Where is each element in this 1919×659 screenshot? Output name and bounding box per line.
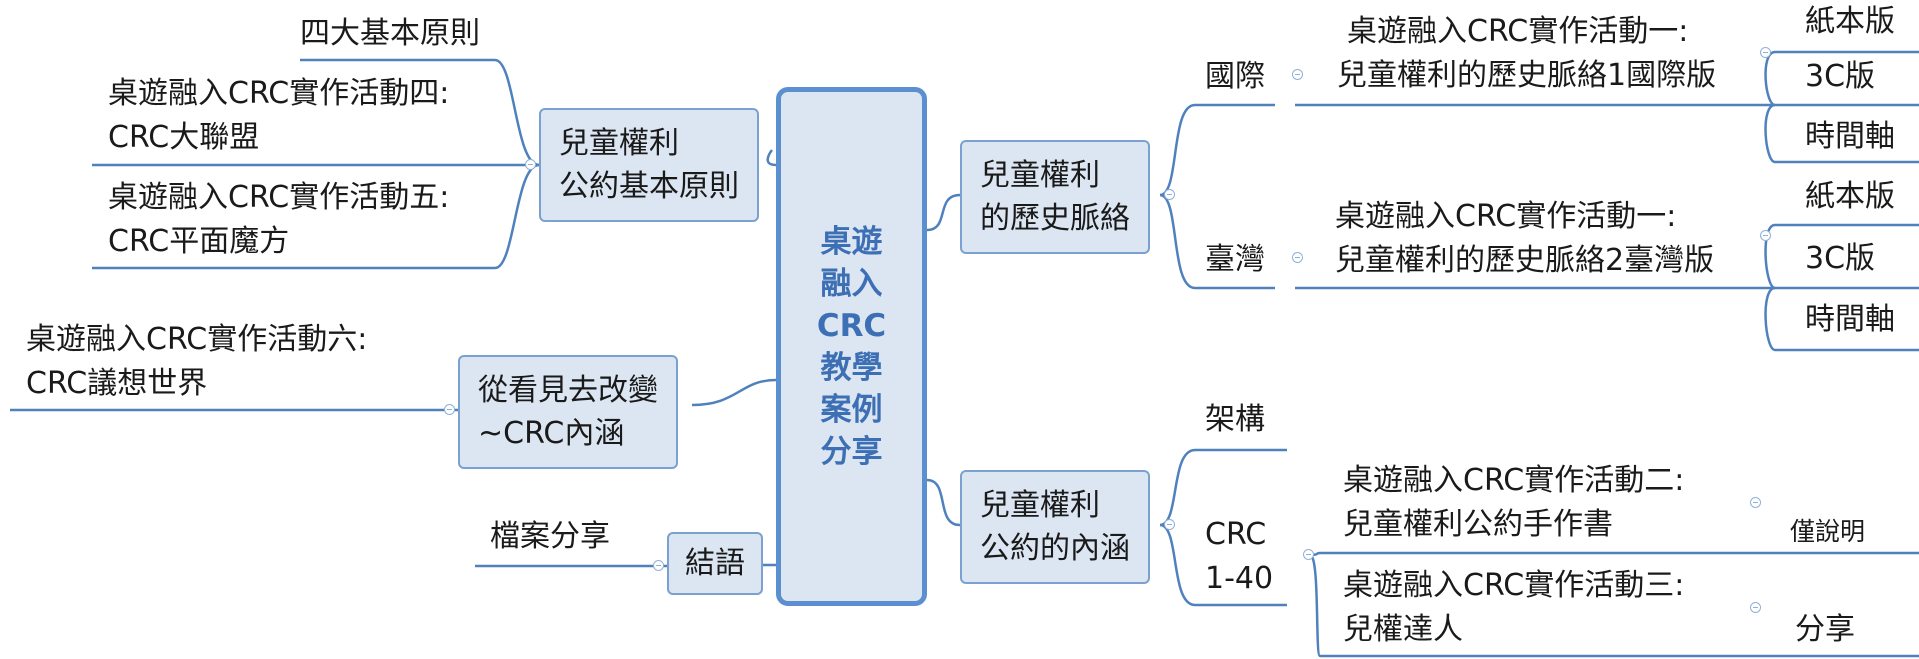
node-label: 的歷史脈絡 [980,201,1130,236]
version-3c[interactable]: 3C版 [1805,241,1876,276]
collapse-icon[interactable] [525,159,536,170]
history-international-activity[interactable]: 桌遊融入CRC實作活動一: 兒童權利的歷史脈絡1國際版 [1337,14,1717,93]
content-crc-range[interactable]: CRC 1-40 [1205,517,1274,596]
content-activity-two[interactable]: 桌遊融入CRC實作活動二: 兒童權利公約手作書 [1343,463,1685,542]
center-line: 教學 [820,349,883,386]
collapse-icon[interactable] [1292,69,1303,80]
content-activity-three-note[interactable]: 分享 [1795,612,1855,647]
node-label: 結語 [685,546,745,581]
node-label: 公約的內涵 [980,531,1130,566]
node-label: 從看見去改變 [478,373,658,408]
node-label: 兒童權利 [980,158,1100,193]
content-node[interactable]: 兒童權利 公約的內涵 [960,470,1150,584]
leaf-activity-four[interactable]: 桌遊融入CRC實作活動四: CRC大聯盟 [108,76,450,155]
content-structure[interactable]: 架構 [1205,402,1265,437]
node-label: ~CRC內涵 [478,416,625,451]
center-line: CRC [816,307,887,344]
leaf-four-principles[interactable]: 四大基本原則 [300,16,480,51]
version-timeline[interactable]: 時間軸 [1805,119,1895,154]
version-paper[interactable]: 紙本版 [1805,179,1895,214]
node-label: 公約基本原則 [559,169,739,204]
center-node[interactable]: 桌遊 融入 CRC 教學 案例 分享 [776,87,927,606]
center-line: 案例 [820,391,883,428]
collapse-icon[interactable] [1303,549,1314,560]
collapse-icon[interactable] [1750,497,1761,508]
center-line: 融入 [820,265,883,302]
collapse-icon[interactable] [1760,230,1771,241]
leaf-activity-six[interactable]: 桌遊融入CRC實作活動六: CRC議想世界 [26,322,368,401]
history-taiwan-activity[interactable]: 桌遊融入CRC實作活動一: 兒童權利的歷史脈絡2臺灣版 [1335,199,1715,278]
collapse-icon[interactable] [1292,252,1303,263]
collapse-icon[interactable] [444,404,455,415]
version-3c[interactable]: 3C版 [1805,59,1876,94]
leaf-file-share[interactable]: 檔案分享 [490,519,610,554]
version-paper[interactable]: 紙本版 [1805,4,1895,39]
center-line: 分享 [820,433,883,470]
node-label: 兒童權利 [559,126,679,161]
node-label: 兒童權利 [980,488,1100,523]
leaf-activity-five[interactable]: 桌遊融入CRC實作活動五: CRC平面魔方 [108,180,450,259]
history-node[interactable]: 兒童權利 的歷史脈絡 [960,140,1150,254]
collapse-icon[interactable] [1760,47,1771,58]
principles-node[interactable]: 兒童權利 公約基本原則 [539,108,759,222]
history-taiwan-label[interactable]: 臺灣 [1205,242,1265,277]
content-activity-two-note[interactable]: 僅說明 [1790,517,1866,546]
collapse-icon[interactable] [1164,519,1175,530]
version-timeline[interactable]: 時間軸 [1805,302,1895,337]
collapse-icon[interactable] [1750,602,1761,613]
collapse-icon[interactable] [1164,189,1175,200]
conclusion-node[interactable]: 結語 [667,532,763,595]
change-node[interactable]: 從看見去改變 ~CRC內涵 [458,355,678,469]
collapse-icon[interactable] [653,560,664,571]
content-activity-three[interactable]: 桌遊融入CRC實作活動三: 兒權達人 [1343,568,1685,647]
center-line: 桌遊 [820,223,883,260]
history-international-label[interactable]: 國際 [1205,59,1265,94]
